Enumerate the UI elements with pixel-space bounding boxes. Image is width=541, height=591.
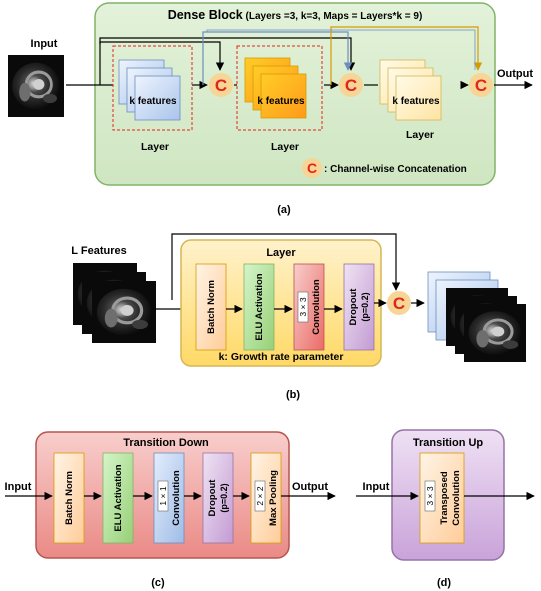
skip-c2-to-c3-orange [330, 26, 483, 85]
output-label-a: Output [497, 68, 533, 80]
l-features-mri-3 [90, 279, 158, 345]
conv-label-c: Convolution [171, 470, 182, 526]
batch-norm-label-c: Batch Norm [64, 471, 75, 525]
panel-a-dense-block: Dense Block (Layers =3, k=3, Maps = Laye… [6, 2, 533, 216]
layer2-label: Layer [271, 141, 299, 153]
skip-input-to-c1 [99, 41, 225, 85]
layer1-features-label: k features [129, 96, 177, 107]
concat-c1-icon: C [209, 73, 233, 97]
concat-legend-text: : Channel-wise Concatenation [324, 164, 467, 175]
batch-norm-label-b: Batch Norm [206, 280, 217, 334]
elu-block-c [102, 452, 134, 544]
skip-b-to-concat [171, 233, 401, 300]
dense-block-title: Dense Block (Layers =3, k=3, Maps = Laye… [168, 8, 423, 22]
pool-kernel-c: 2 × 2 [255, 486, 265, 505]
concat-b-icon: C [387, 291, 411, 315]
layer3-feature-map-3 [395, 75, 442, 121]
conv-kernel-box-b [297, 291, 309, 323]
transition-down-title: Transition Down [123, 437, 209, 449]
dropout-p-c: (p=0.2) [219, 483, 229, 512]
batch-norm-block-b [195, 263, 227, 351]
input-label-c: Input [5, 481, 32, 493]
svg-text:C: C [345, 76, 357, 95]
svg-text:C: C [215, 76, 227, 95]
input-label-d: Input [363, 481, 390, 493]
layer1-feature-map-3 [134, 75, 181, 121]
tconv-label-1-d: Transposed [439, 471, 450, 525]
tconv-kernel-box-d [424, 480, 436, 512]
layer2-dashed-box [236, 45, 323, 131]
elu-label-b: ELU Activation [254, 273, 265, 340]
tconv-kernel-d: 3 × 3 [425, 486, 435, 505]
elu-block-b [243, 263, 275, 351]
dropout-label-c: Dropout [207, 479, 218, 517]
conv-kernel-c: 1 × 1 [158, 486, 168, 505]
skip-input-to-c2 [99, 37, 356, 71]
svg-text:C: C [307, 160, 317, 176]
svg-text:C: C [393, 294, 405, 313]
elu-label-c: ELU Activation [113, 464, 124, 531]
growth-rate-note: k: Growth rate parameter [219, 351, 344, 363]
concat-c2-icon: C [339, 73, 363, 97]
layer2-feature-map-3 [260, 73, 307, 119]
layer3-label: Layer [406, 129, 434, 141]
input-mri-image-a [6, 53, 66, 119]
input-label-a: Input [31, 38, 58, 50]
skip-c1-to-c3-blue [206, 29, 476, 70]
concat-c3-icon: C [469, 73, 493, 97]
layer3-features-label: k features [392, 96, 440, 107]
concat-legend-icon: C [302, 158, 322, 178]
conv-kernel-b: 3 × 3 [298, 297, 308, 316]
panel-d-transition-up: Transition Up Input 3 × 3 Transposed Con… [356, 429, 535, 589]
layer-title-b: Layer [266, 247, 296, 259]
layer2-features-label: k features [257, 96, 305, 107]
tconv-label-2-d: Convolution [451, 470, 462, 526]
dropout-block-c [202, 452, 234, 544]
caption-d: (d) [437, 577, 451, 589]
panel-c-transition-down: Transition Down Input Batch Norm ELU Act… [5, 431, 336, 589]
batch-norm-block-c [53, 452, 85, 544]
caption-a: (a) [277, 204, 291, 216]
layer1-label: Layer [141, 141, 169, 153]
conv-label-b: Convolution [311, 279, 322, 335]
dropout-label-b: Dropout [348, 288, 359, 326]
l-features-label: L Features [71, 245, 126, 257]
transition-up-title: Transition Up [413, 437, 484, 449]
svg-text:C: C [475, 76, 487, 95]
panel-b-layer: L Features Layer Batch Norm ELU Activati… [71, 233, 528, 401]
skip-c1-to-c2-blue [202, 31, 353, 85]
layer1-dashed-box [112, 45, 193, 131]
conv-kernel-box-c [157, 480, 169, 512]
caption-b: (b) [286, 389, 300, 401]
dropout-p-b: (p=0.2) [360, 292, 370, 321]
pool-label-c: Max Pooling [268, 470, 279, 526]
pool-kernel-box-c [254, 480, 266, 512]
output-label-c: Output [292, 481, 328, 493]
output-mri-3 [462, 302, 528, 364]
caption-c: (c) [151, 577, 165, 589]
dropout-block-b [343, 263, 375, 351]
